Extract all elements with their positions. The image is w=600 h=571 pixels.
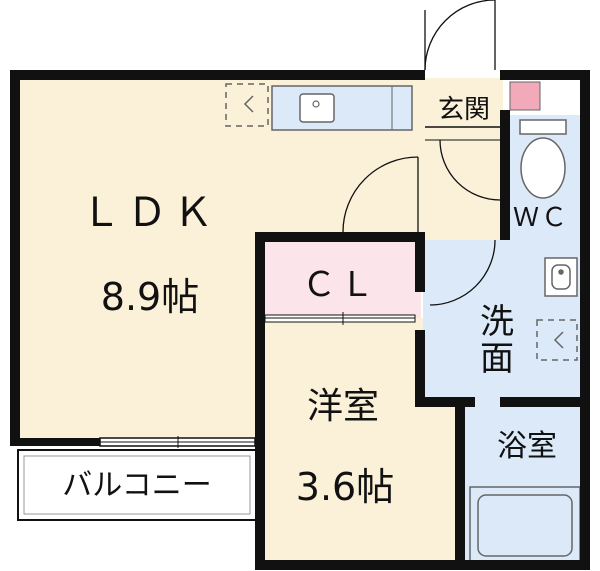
ldk-room: [15, 78, 263, 443]
ldk-size: 8.9帖: [101, 275, 199, 319]
walls: [10, 70, 590, 570]
bathtub-icon: [469, 486, 581, 565]
closet-room: [263, 240, 421, 318]
wash-basin-icon: [544, 257, 578, 297]
ldk-door-swing: [342, 156, 419, 233]
entrance-name: 玄関: [438, 95, 490, 125]
bath-name: 浴室: [497, 429, 557, 464]
closet-name: ＣＬ: [302, 265, 378, 305]
washing-machine-space-icon: [536, 319, 578, 361]
ldk-window: [99, 436, 256, 448]
washroom-name-line2: 面: [480, 339, 514, 379]
door-swings: [342, 0, 501, 306]
toilet-icon: [519, 119, 567, 199]
balcony-name: バルコニー: [62, 468, 211, 503]
entrance-door-marker: [509, 81, 541, 111]
washroom-name-line1: 洗: [480, 302, 514, 342]
kitchen-counter: [271, 85, 413, 131]
western-size: 3.6帖: [296, 465, 394, 509]
balcony-inner-rail: [23, 455, 251, 515]
entrance-area: [423, 78, 503, 240]
closet-sliding-door: [264, 312, 416, 325]
fridge-space-icon: [225, 83, 269, 127]
entrance-door-swing: [424, 0, 496, 71]
wc-door-swing: [439, 139, 501, 201]
washroom-door-swing: [429, 239, 496, 306]
wc-name: ＷＣ: [513, 203, 569, 233]
western-name: 洋室: [307, 386, 379, 427]
ldk-name: ＬＤＫ: [81, 190, 219, 236]
